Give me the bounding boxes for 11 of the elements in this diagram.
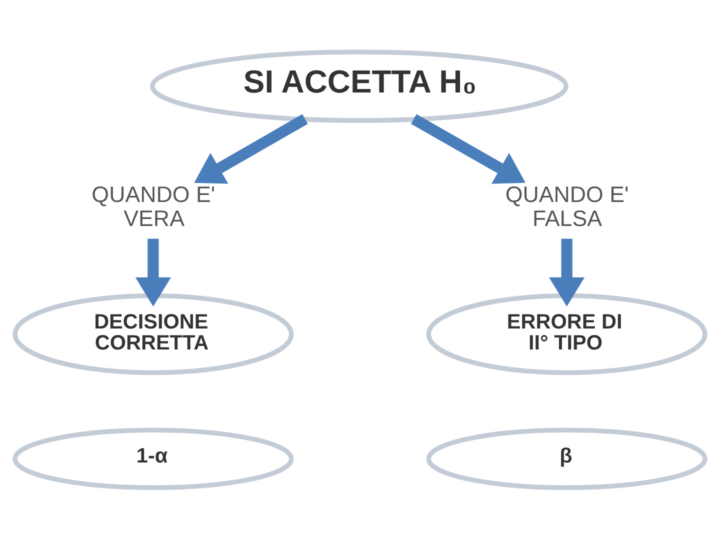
arrow — [549, 238, 585, 306]
arrow — [411, 114, 526, 184]
node-ellipse: β — [426, 428, 708, 490]
node-ellipse: 1-α — [12, 428, 294, 490]
node-text: QUANDO E' VERA — [92, 182, 216, 231]
arrow — [135, 238, 171, 306]
node-ellipse: SI ACCETTA H₀ — [150, 50, 568, 123]
node-ellipse: DECISIONE CORRETTA — [12, 293, 294, 376]
node-text: QUANDO E' FALSA — [505, 182, 629, 231]
node-ellipse: ERRORE DI II° TIPO — [426, 293, 708, 376]
arrow — [194, 114, 308, 184]
